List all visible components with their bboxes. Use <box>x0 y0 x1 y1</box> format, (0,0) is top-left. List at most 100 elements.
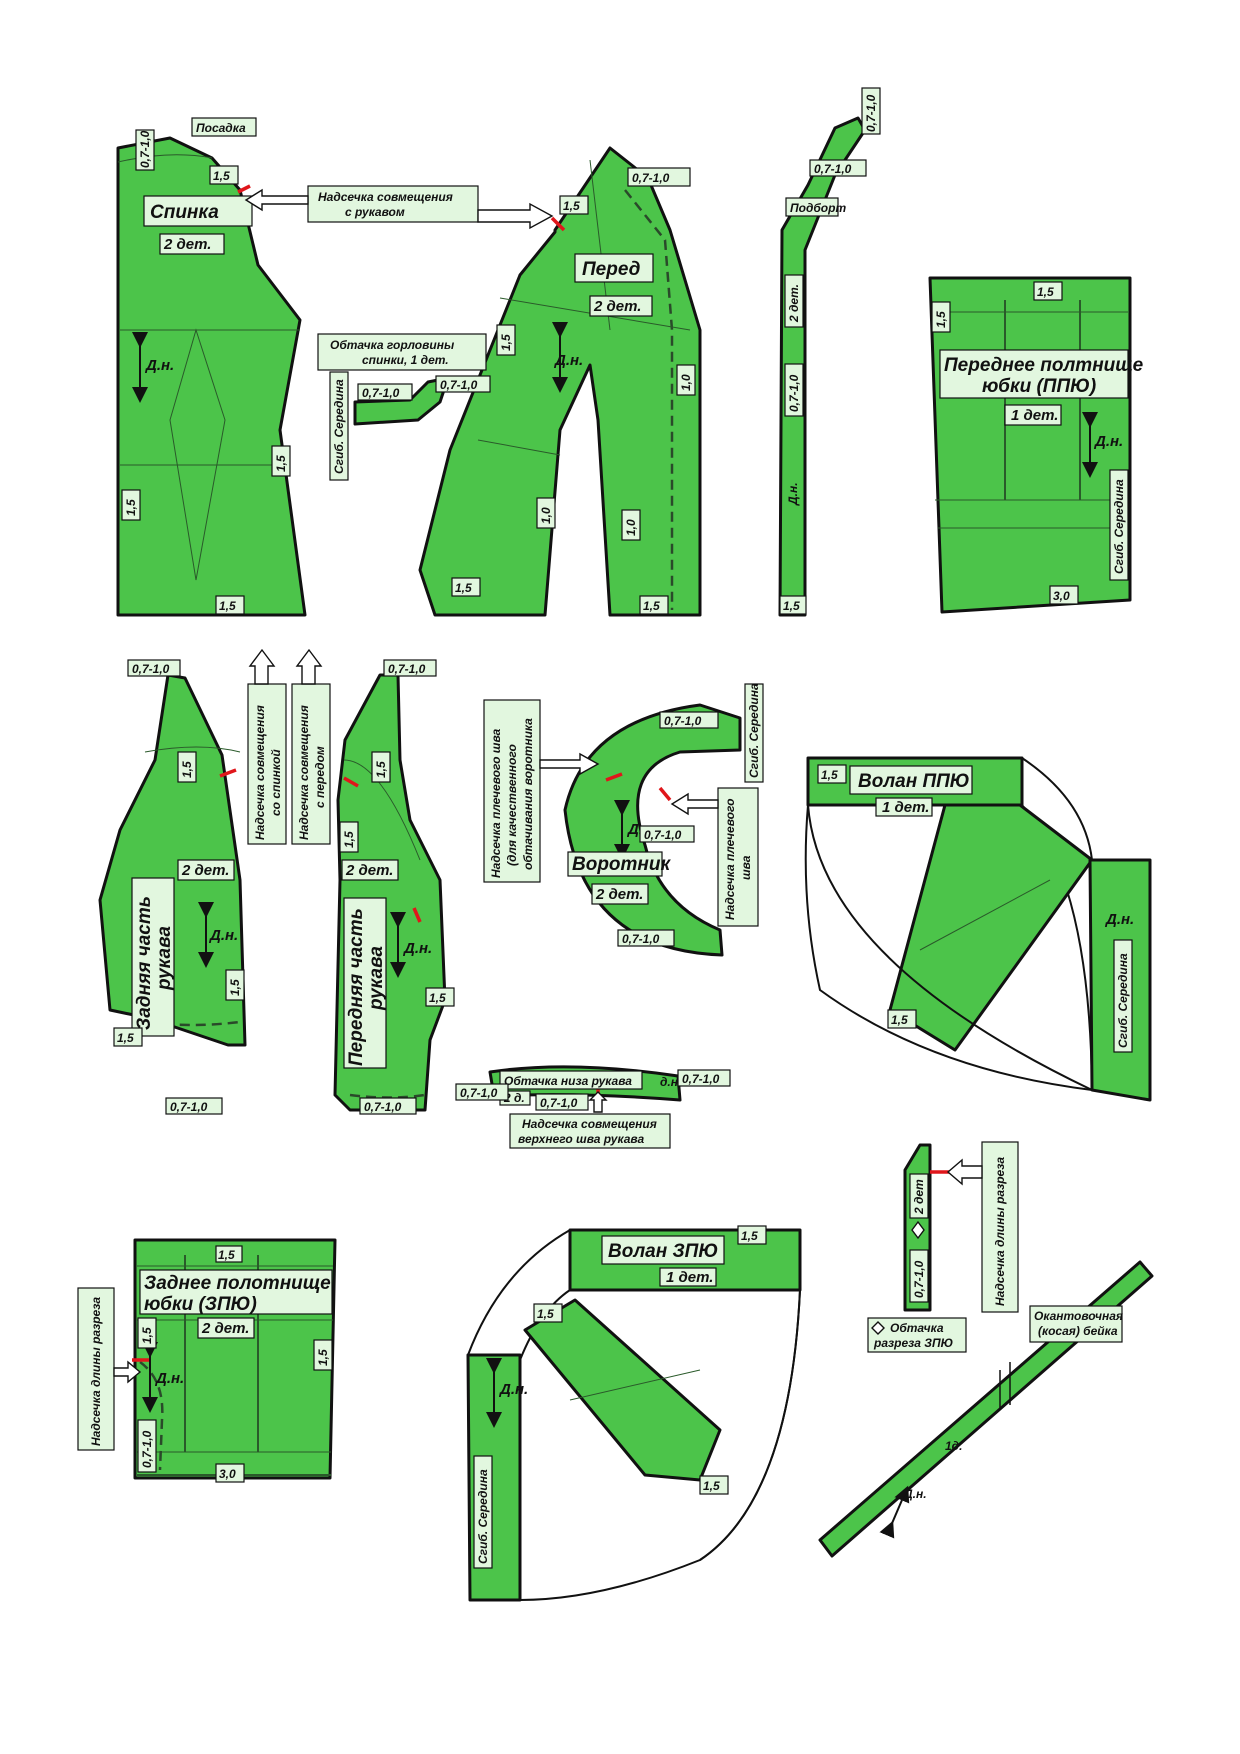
ruffle-front-allow-top: 1,5 <box>821 768 838 782</box>
bias-tape-line1: Окантовочная <box>1034 1309 1123 1323</box>
front-skirt-fold: Сгиб. Середина <box>1112 479 1126 574</box>
back-skirt-count: 2 дет. <box>201 1320 249 1337</box>
notch-front-line2: с передом <box>313 746 327 808</box>
ruffle-front-fold: Сгиб. Середина <box>1116 953 1130 1048</box>
ruffle-front-labels: 1,5 Волан ППЮ 1 дет. Д.н. Сгиб. Середина… <box>817 764 1134 1053</box>
sleeve-notch-line1: Надсечка совмещения <box>318 190 453 204</box>
back-piece <box>116 136 307 617</box>
diamond-icon <box>871 1321 885 1335</box>
back-skirt-allow-right: 1,5 <box>316 1349 330 1366</box>
front-grain: Д.н. <box>553 352 583 369</box>
sleeve-hem-facing-allow-left: 0,7-1,0 <box>460 1086 498 1100</box>
front-skirt-grain: Д.н. <box>1093 433 1123 450</box>
slit-facing-allow: 0,7-1,0 <box>912 1260 926 1298</box>
facing-allow-top2: 0,7-1,0 <box>814 162 852 176</box>
front-skirt-count: 1 дет. <box>1011 407 1058 424</box>
front-sleeve-allow-b: 1,5 <box>342 831 356 848</box>
ruffle-back-labels: Волан ЗПЮ 1,5 1 дет. 1,5 Д.н. Сгиб. Сере… <box>473 1225 767 1569</box>
front-sleeve-line2: рукава <box>366 946 387 1011</box>
back-easing-label: Посадка <box>196 121 246 135</box>
facing-count: 2 дет. <box>787 284 801 323</box>
collar-allow-inner: 0,7-1,0 <box>644 828 682 842</box>
front-allow-center: 1,0 <box>679 374 693 391</box>
collar-notch-callouts: Надсечка плечевого шва (для качественног… <box>483 699 759 927</box>
front-skirt-labels: Переднее полтнище юбки (ППЮ) 1 дет. Д.н.… <box>931 281 1144 605</box>
ruffle-front-title: Волан ППЮ <box>858 771 970 792</box>
ruffle-front-count: 1 дет. <box>882 799 929 816</box>
front-skirt-line1: Переднее полтнище <box>944 355 1144 376</box>
back-sleeve-count: 2 дет. <box>181 862 229 879</box>
back-skirt-labels: 1,5 Заднее полотнище юбки (ЗПЮ) 2 дет. 1… <box>77 1245 333 1483</box>
collar-notch-left-line2: (для качественного <box>505 744 519 866</box>
sleeve-hem-facing-note2: верхнего шва рукава <box>518 1132 644 1146</box>
notch-back-line1: Надсечка совмещения <box>253 705 267 840</box>
collar-labels: 0,7-1,0 Сгиб. Середина Д.н. 0,7-1,0 Воро… <box>567 683 764 947</box>
facing-strip-piece: 0,7-1,0 0,7-1,0 Подборт 2 дет. 0,7-1,0 Д… <box>778 87 881 617</box>
bias-tape-line2: (косая) бейка <box>1038 1324 1118 1338</box>
slit-facing-piece: 2 дет 0,7-1,0 Надсечка длины разреза Обт… <box>867 1141 1019 1353</box>
sleeve-notch-callouts: Надсечка совмещения со спинкой Надсечка … <box>247 648 331 845</box>
front-skirt-line2: юбки (ППЮ) <box>982 376 1096 397</box>
front-sleeve-allow-top: 0,7-1,0 <box>388 662 426 676</box>
ruffle-back-title: Волан ЗПЮ <box>608 1241 718 1262</box>
back-skirt-slit-note: Надсечка длины разреза <box>89 1297 103 1446</box>
ruffle-back-fold: Сгиб. Середина <box>476 1469 490 1564</box>
front-sleeve-count: 2 дет. <box>345 862 393 879</box>
back-title: Спинка <box>150 202 219 223</box>
collar-count: 2 дет. <box>595 886 643 903</box>
bias-tape-count: 1д. <box>945 1439 962 1453</box>
collar-allow-outer: 0,7-1,0 <box>622 932 660 946</box>
back-skirt-grain: Д.н. <box>154 1370 184 1387</box>
front-allow-mid: 1,0 <box>539 507 553 524</box>
back-labels: Спинка 2 дет. Д.н. Посадка 0,7-1,0 1,5 1… <box>121 117 291 615</box>
facing-allow-side: 0,7-1,0 <box>787 374 801 412</box>
notch-back-line2: со спинкой <box>269 749 283 816</box>
back-skirt-line1: Заднее полотнище <box>144 1273 331 1294</box>
neck-facing-line1: Обтачка горловины <box>330 338 455 352</box>
front-allow-shoulder: 1,5 <box>563 199 580 213</box>
neck-facing-allow2: 0,7-1,0 <box>440 378 478 392</box>
neck-facing-line2: спинки, 1 дет. <box>362 353 449 367</box>
front-allow-hem1: 1,5 <box>455 581 472 595</box>
sleeve-hem-facing-allow-right: 0,7-1,0 <box>682 1072 720 1086</box>
ruffle-back-grain: Д.н. <box>498 1381 528 1398</box>
front-skirt-allow-top: 1,5 <box>1037 285 1054 299</box>
sleeve-hem-facing-allow-bottom: 0,7-1,0 <box>540 1096 578 1110</box>
back-allow-side: 1,5 <box>274 455 288 472</box>
slit-facing-caption2: разреза ЗПЮ <box>873 1336 953 1350</box>
ruffle-front-piece <box>804 756 1152 1102</box>
collar-notch-left-line1: Надсечка плечевого шва <box>489 728 503 878</box>
front-allow-side: 1,5 <box>499 334 513 351</box>
back-sleeve-labels: 0,7-1,0 1,5 2 дет. Задняя часть рукава Д… <box>113 659 245 1115</box>
front-allow-mid2: 1,0 <box>624 519 638 536</box>
front-sleeve-allow-c: 1,5 <box>429 991 446 1005</box>
facing-grain: Д.н. <box>786 482 800 506</box>
ruffle-front-grain: Д.н. <box>1104 911 1134 928</box>
front-allow-hem2: 1,5 <box>643 599 660 613</box>
collar-notch-right-line2: шва <box>739 855 753 880</box>
front-title: Перед <box>582 259 641 280</box>
back-grain: Д.н. <box>144 357 174 374</box>
slit-facing-caption1: Обтачка <box>890 1321 944 1335</box>
bias-tape-grain: Д.н. <box>903 1487 927 1501</box>
front-sleeve-labels: 0,7-1,0 1,5 1,5 2 дет. Передняя часть ру… <box>339 659 455 1115</box>
back-sleeve-allow-back: 1,5 <box>117 1031 134 1045</box>
back-skirt-allow-top: 1,5 <box>218 1248 235 1262</box>
back-allow-top: 0,7-1,0 <box>138 130 152 168</box>
front-sleeve-line1: Передняя часть <box>346 908 367 1066</box>
slit-facing-count: 2 дет <box>912 1179 926 1215</box>
facing-allow-hem: 1,5 <box>783 599 800 613</box>
facing-allow-top: 0,7-1,0 <box>864 94 878 132</box>
diamond-icon <box>911 1220 925 1240</box>
ruffle-front-allow-bottom: 1,5 <box>891 1013 908 1027</box>
front-labels: Перед 2 дет. Д.н. 0,7-1,0 1,5 1,5 1,0 1,… <box>451 167 696 615</box>
collar-title: Воротник <box>572 854 672 875</box>
front-skirt-allow-hem: 3,0 <box>1053 589 1070 603</box>
neck-facing-allow1: 0,7-1,0 <box>362 386 400 400</box>
front-allow-neck: 0,7-1,0 <box>632 171 670 185</box>
notch-front-line1: Надсечка совмещения <box>297 705 311 840</box>
slit-facing-note1: Надсечка длины разреза <box>993 1157 1007 1306</box>
neck-facing-piece: Обтачка горловины спинки, 1 дет. Сгиб. С… <box>317 333 491 481</box>
back-sleeve-allow-hem: 0,7-1,0 <box>170 1100 208 1114</box>
sleeve-notch-callout: Надсечка совмещения с рукавом <box>244 185 554 230</box>
